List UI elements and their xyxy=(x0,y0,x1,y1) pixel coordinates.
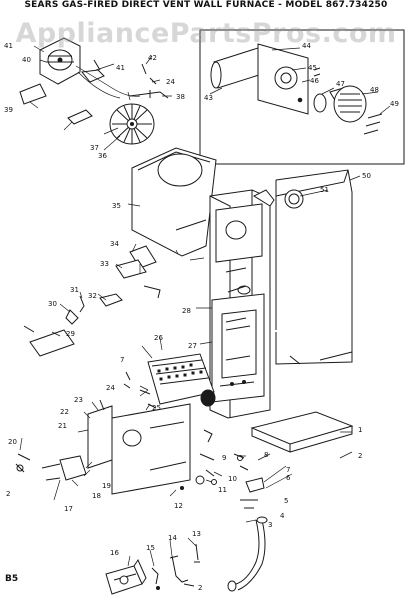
page-title: SEARS GAS-FIRED DIRECT VENT WALL FURNACE… xyxy=(24,0,388,10)
callout-20: 20 xyxy=(8,438,17,446)
callout-40: 40 xyxy=(22,56,31,64)
callout-15: 15 xyxy=(146,544,155,552)
control-parts xyxy=(23,245,161,357)
callout-12: 12 xyxy=(174,502,183,510)
callout-44: 44 xyxy=(302,42,311,50)
callout-7: 7 xyxy=(286,466,290,474)
gas-control-parts xyxy=(15,371,217,495)
callout-11: 11 xyxy=(218,486,227,494)
callout-35: 35 xyxy=(112,202,121,210)
callout-25: 25 xyxy=(152,404,161,412)
callout-22: 22 xyxy=(60,408,69,416)
leader-lines xyxy=(19,45,361,567)
callout-39: 39 xyxy=(4,106,13,114)
callout-33: 33 xyxy=(100,260,109,268)
callout-42: 42 xyxy=(148,54,157,62)
callout-4: 4 xyxy=(280,512,285,520)
callout-24: 24 xyxy=(106,384,115,392)
callout-8: 8 xyxy=(264,451,268,459)
callout-28: 28 xyxy=(182,307,191,315)
callout-37: 37 xyxy=(90,144,99,152)
callout-14: 14 xyxy=(168,534,177,542)
callout-13: 13 xyxy=(192,530,201,538)
callout-46: 46 xyxy=(310,77,319,85)
callout-31: 31 xyxy=(70,286,79,294)
callout-41: 41 xyxy=(4,42,13,50)
callout-9: 9 xyxy=(222,454,226,462)
bottom-controls xyxy=(105,543,200,595)
callout-45: 45 xyxy=(308,64,317,72)
callout-51: 51 xyxy=(320,186,329,194)
callout-30: 30 xyxy=(48,300,57,308)
callout-21: 21 xyxy=(58,422,67,430)
callout-2-c: 2 xyxy=(198,584,202,592)
watermark: AppliancePartsPros.com xyxy=(15,18,397,49)
callout-6: 6 xyxy=(286,474,291,482)
burner xyxy=(139,337,216,407)
callout-32: 32 xyxy=(88,292,97,300)
callout-17: 17 xyxy=(64,505,73,513)
callout-24-b: 24 xyxy=(166,78,175,86)
cabinet xyxy=(275,169,353,365)
callout-23: 23 xyxy=(74,396,83,404)
page-code: B5 xyxy=(5,574,19,584)
heat-exchanger xyxy=(209,189,275,419)
callout-2: 2 xyxy=(358,452,362,460)
callout-43: 43 xyxy=(204,94,213,102)
callout-26: 26 xyxy=(154,334,163,342)
callout-48: 48 xyxy=(370,86,379,94)
callout-38: 38 xyxy=(176,93,185,101)
base-parts xyxy=(227,411,354,592)
callout-49: 49 xyxy=(390,100,399,108)
callout-labels: 1 2 3 4 5 6 7 8 9 10 11 12 13 14 15 16 1… xyxy=(4,42,399,592)
callout-5: 5 xyxy=(284,497,288,505)
callout-16: 16 xyxy=(110,549,119,557)
callout-41-b: 41 xyxy=(116,64,125,72)
vent-kit-inset xyxy=(199,29,405,165)
blower-housing xyxy=(131,147,217,257)
blower-assembly xyxy=(19,37,169,145)
callout-19: 19 xyxy=(102,482,111,490)
callout-27: 27 xyxy=(188,342,197,350)
callout-36: 36 xyxy=(98,152,107,160)
callout-1: 1 xyxy=(358,426,362,434)
callout-2-b: 2 xyxy=(6,490,10,498)
callout-34: 34 xyxy=(110,240,119,248)
callout-47: 47 xyxy=(336,80,345,88)
callout-3: 3 xyxy=(268,521,272,529)
callout-50: 50 xyxy=(362,172,371,180)
callout-7-b: 7 xyxy=(120,356,124,364)
callout-29: 29 xyxy=(66,330,75,338)
callout-10: 10 xyxy=(228,475,237,483)
callout-18: 18 xyxy=(92,492,101,500)
